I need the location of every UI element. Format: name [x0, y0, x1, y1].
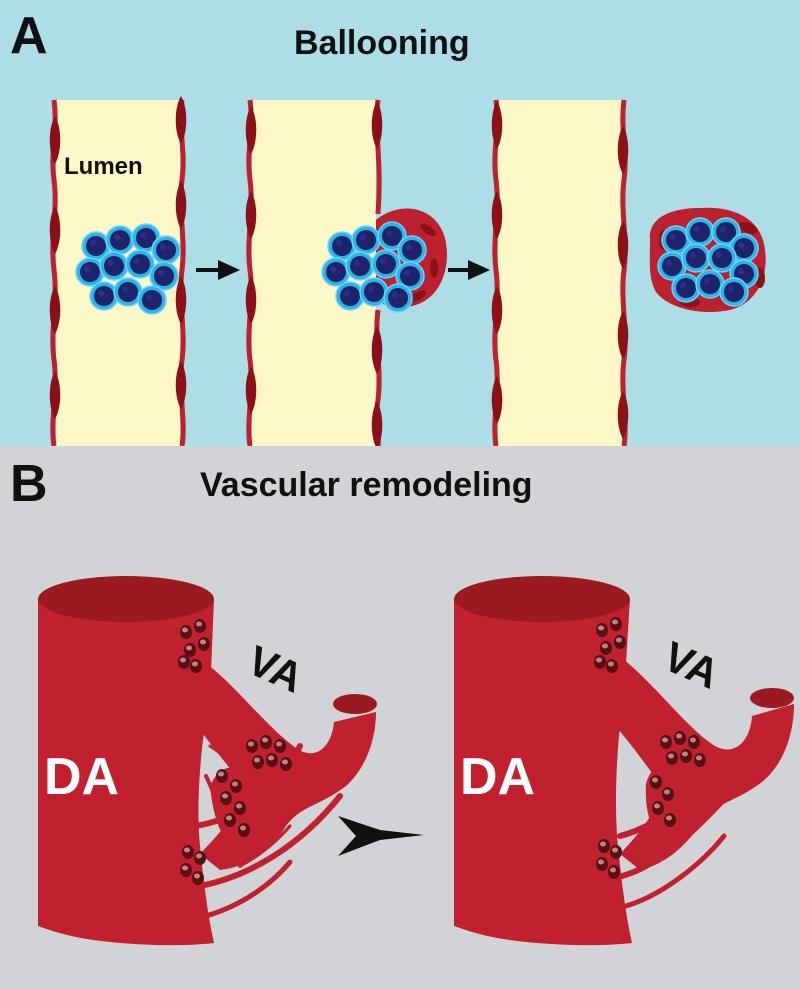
vessel-before: DA VA — [38, 576, 377, 946]
panel-b-letter: B — [10, 455, 48, 513]
da-label-before: DA — [44, 748, 119, 806]
balloon-endothelial-nuclei — [409, 223, 438, 302]
da-opening-before — [38, 576, 214, 622]
vessel-3-lumen — [498, 100, 622, 446]
encapsulated-tumor-cluster — [649, 207, 766, 312]
vessel-after: DA VA — [454, 576, 794, 946]
remodeling-arrow — [338, 816, 424, 856]
lumen-label: Lumen — [64, 153, 143, 180]
panel-b: DA VA — [0, 446, 800, 989]
tumor-cell-cluster-1 — [75, 223, 181, 315]
da-label-after: DA — [460, 748, 535, 806]
progress-arrow-1 — [196, 260, 240, 280]
da-body-before — [38, 599, 214, 946]
vessel-segment-1 — [49, 96, 187, 446]
vessel-segment-2 — [245, 99, 447, 446]
vessel-segment-3 — [491, 99, 629, 446]
da-opening-after — [454, 576, 630, 622]
capillary-network-before — [193, 743, 343, 919]
va-opening-after — [750, 688, 794, 708]
panel-a-illustration: Lumen — [0, 0, 800, 446]
panel-a-letter: A — [10, 7, 48, 65]
panel-a-title: Ballooning — [294, 24, 470, 62]
panel-a: Lumen A Ballooning — [0, 0, 800, 446]
tumor-cell-cluster-2 — [321, 221, 427, 313]
progress-arrow-2 — [448, 260, 490, 280]
va-opening-before — [333, 694, 377, 714]
da-body-after — [454, 599, 632, 946]
panel-b-illustration: DA VA — [0, 446, 800, 989]
panel-b-title: Vascular remodeling — [200, 466, 533, 504]
